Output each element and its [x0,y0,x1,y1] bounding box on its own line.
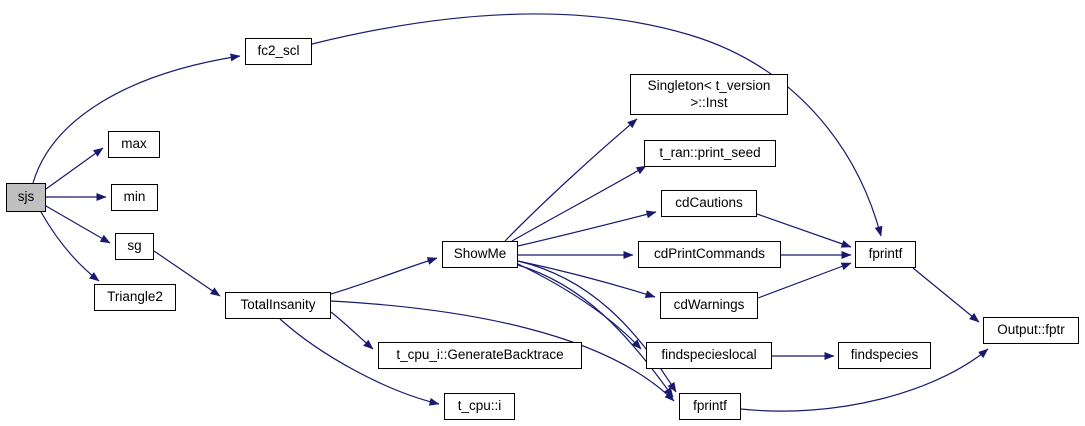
node-min[interactable]: min [111,184,158,211]
edge-showme-to-fprintf-bottom-a [517,260,677,393]
node-fc2_scl[interactable]: fc2_scl [245,38,312,65]
node-sjs[interactable]: sjs [6,183,46,212]
node-cdwarnings[interactable]: cdWarnings [660,292,758,319]
node-totalinsanity[interactable]: TotalInsanity [225,292,331,319]
edge-sjs-to-fc2_scl [32,53,241,184]
edge-sjs-to-sg [45,205,111,244]
edge-sg-to-totalinsanity [153,250,221,297]
edge-cdcautions-to-fprintf-right [756,213,852,248]
node-cdprintcommands[interactable]: cdPrintCommands [638,241,781,268]
edge-showme-to-print_seed [511,165,647,242]
edge-fc2_scl-to-fprintf-right [311,13,883,237]
node-fprintf-bottom[interactable]: fprintf [679,393,741,420]
edge-showme-to-findspecieslocal [517,263,642,350]
edge-showme-to-cdwarnings [517,260,656,298]
edge-showme-to-cdcautions [517,210,657,247]
edge-totalinsanity-to-generate-backtrace [330,311,374,350]
node-output-fptr[interactable]: Output::fptr [983,317,1079,344]
edge-showme-to-fprintf-bottom-b [517,264,674,398]
edge-cdwarnings-to-fprintf-right [757,262,852,299]
node-triangle2[interactable]: Triangle2 [94,284,176,311]
edge-sjs-to-max [45,147,104,190]
edge-fprintf-bottom-to-output-fptr [740,348,989,412]
edge-showme-to-singleton [504,118,638,242]
edge-totalinsanity-to-fprintf-bottom [330,300,675,402]
node-findspecies[interactable]: findspecies [838,342,931,369]
node-t_cpu-i[interactable]: t_cpu::i [444,393,515,420]
edge-totalinsanity-to-t_cpu_i [279,318,440,406]
node-singleton-inst[interactable]: Singleton< t_version >::Inst [630,74,788,115]
node-max[interactable]: max [108,131,160,158]
node-t_ran-print_seed[interactable]: t_ran::print_seed [644,140,776,167]
node-generate-backtrace[interactable]: t_cpu_i::GenerateBacktrace [378,342,582,369]
node-sg[interactable]: sg [115,233,154,260]
node-findspecieslocal[interactable]: findspecieslocal [646,342,772,369]
edge-sjs-to-triangle2 [40,211,100,282]
edge-totalinsanity-to-showme [330,257,438,295]
node-showme[interactable]: ShowMe [442,241,518,268]
edge-fprintf-right-to-output-fptr [912,267,980,323]
node-fprintf-right[interactable]: fprintf [855,241,916,268]
node-cdcautions[interactable]: cdCautions [661,190,757,217]
